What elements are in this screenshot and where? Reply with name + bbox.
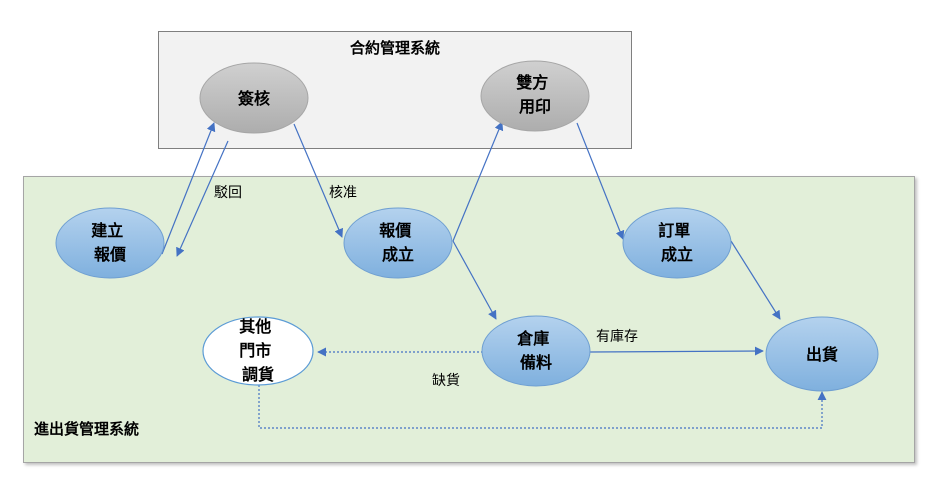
node-seal: 雙方 用印 xyxy=(480,60,590,132)
svg-text:訂單 成立: 訂單 成立 xyxy=(658,221,696,264)
node-other-store: 其他 門市 調貨 xyxy=(202,316,314,386)
svg-text:出貨: 出貨 xyxy=(806,345,838,364)
node-ship: 出貨 xyxy=(765,316,879,392)
svg-text:倉庫 備料: 倉庫 備料 xyxy=(516,329,555,372)
edge-label-out-of-stock: 缺貨 xyxy=(432,372,460,389)
edge-label-in-stock: 有庫存 xyxy=(596,328,638,345)
svg-text:建立 報價: 建立 報價 xyxy=(91,221,129,264)
svg-text:雙方 用印: 雙方 用印 xyxy=(516,73,554,116)
shipping-panel-title: 進出貨管理系統 xyxy=(34,420,139,438)
arrow-create-to-review xyxy=(161,122,216,255)
svg-text:報價 成立: 報價 成立 xyxy=(379,221,417,264)
node-review: 簽核 xyxy=(199,62,309,134)
node-create-quote: 建立 報價 xyxy=(55,207,165,279)
arrow-review-approve xyxy=(293,123,343,238)
node-order-done: 訂單 成立 xyxy=(622,207,732,279)
svg-text:其他 門市 調貨: 其他 門市 調貨 xyxy=(239,317,277,384)
arrow-review-reject xyxy=(176,140,229,257)
edge-label-reject: 駁回 xyxy=(214,185,242,201)
arrow-order-to-ship xyxy=(730,240,781,320)
arrow-seal-to-order xyxy=(576,122,625,240)
arrow-quote-to-seal xyxy=(452,121,504,242)
arrow-quote-to-warehouse xyxy=(452,240,497,320)
arrow-store-to-ship xyxy=(258,385,827,429)
node-warehouse: 倉庫 備料 xyxy=(481,315,591,387)
node-quote-done: 報價 成立 xyxy=(343,207,453,279)
svg-text:簽核: 簽核 xyxy=(237,89,270,108)
shipping-management-panel xyxy=(23,176,915,463)
contract-panel-title: 合約管理系統 xyxy=(349,39,440,57)
edge-label-approve: 核准 xyxy=(329,185,357,201)
arrow-warehouse-to-ship xyxy=(589,346,764,356)
